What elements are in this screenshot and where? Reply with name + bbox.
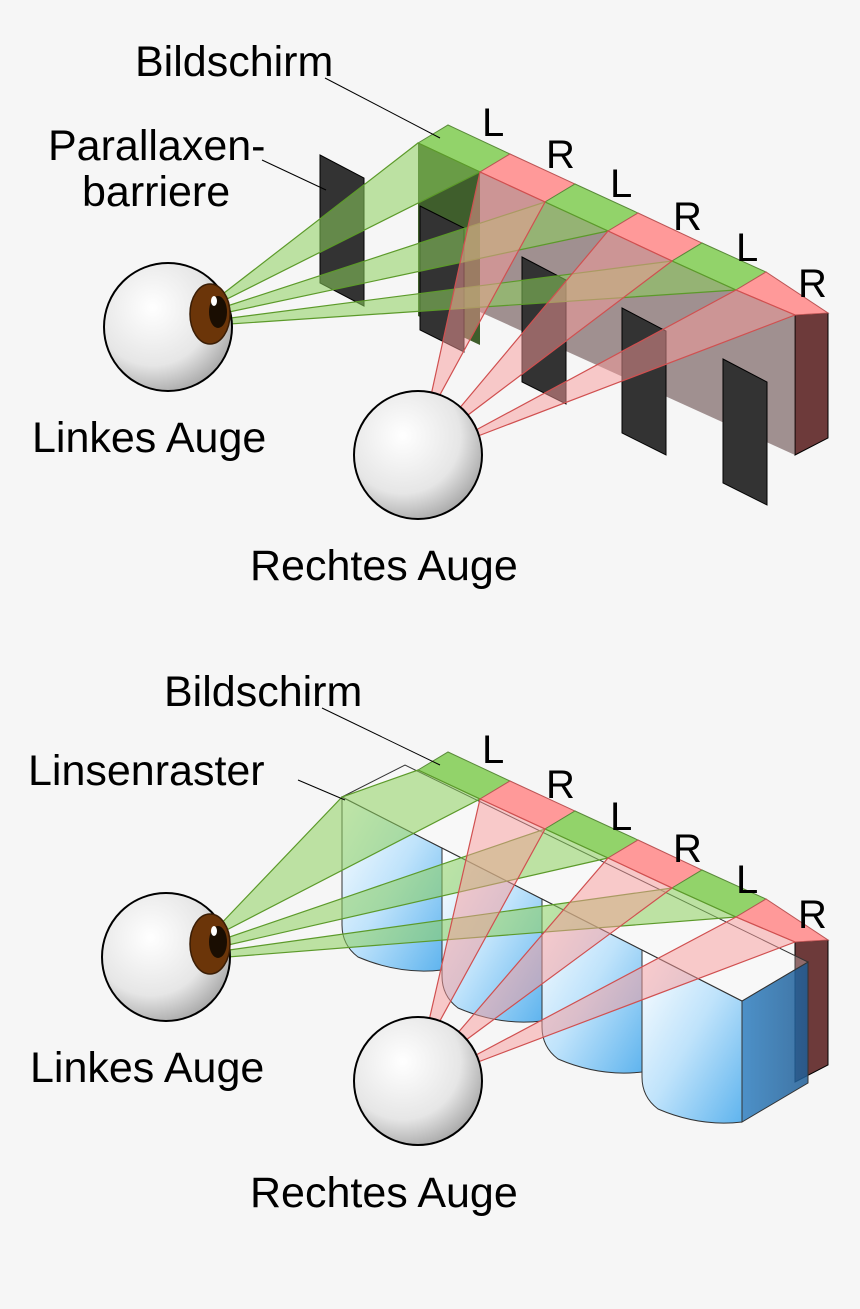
right-eye <box>353 390 483 520</box>
lens-element <box>641 949 743 1124</box>
barrier-leader-line <box>261 159 327 191</box>
pixel-letter: L <box>482 728 504 772</box>
screen-leader-line <box>321 707 441 766</box>
screen-pixels <box>416 751 830 943</box>
barrier-slat <box>722 358 768 506</box>
pixel-letter: L <box>482 101 504 145</box>
pixel-letter: L <box>736 226 758 270</box>
pixel-letter: R <box>798 262 827 306</box>
right-eye-label: Rechtes Auge <box>250 1169 518 1217</box>
screen-label: Bildschirm <box>164 668 362 716</box>
screen-leader-line <box>324 77 441 139</box>
left-eye-label: Linkes Auge <box>30 1044 264 1092</box>
right-eye-rays <box>427 798 797 1063</box>
lenticular-diagram: Bildschirm Linsenraster Linkes Auge Rech… <box>28 668 830 1217</box>
barrier-label-line2: barriere <box>82 168 230 216</box>
pixel-letter: L <box>736 858 758 902</box>
pixel-letter: R <box>673 195 702 239</box>
pixel-letter: L <box>610 162 632 206</box>
lens-leader-line <box>297 779 346 801</box>
lens-label: Linsenraster <box>28 747 265 795</box>
pixel-letter: R <box>798 893 827 937</box>
parallax-barrier-diagram: Bildschirm Parallaxen- barriere Linkes A… <box>32 38 830 590</box>
pixel-letter: R <box>673 827 702 871</box>
right-eye-rays <box>429 171 797 437</box>
right-eyeball <box>353 390 483 520</box>
barrier-slat <box>621 307 667 456</box>
left-eye-label: Linkes Auge <box>32 414 266 462</box>
pixel-letter: R <box>546 133 575 177</box>
left-eye <box>101 892 231 1022</box>
right-eye <box>353 1016 483 1146</box>
left-eye <box>103 262 233 392</box>
screen-pixels <box>416 124 830 316</box>
barrier-label-line1: Parallaxen- <box>48 122 266 170</box>
pixel-letter: R <box>546 763 575 807</box>
pixel-letter: L <box>610 795 632 839</box>
screen-label: Bildschirm <box>135 38 333 86</box>
right-eyeball <box>353 1016 483 1146</box>
right-eye-label: Rechtes Auge <box>250 542 518 590</box>
